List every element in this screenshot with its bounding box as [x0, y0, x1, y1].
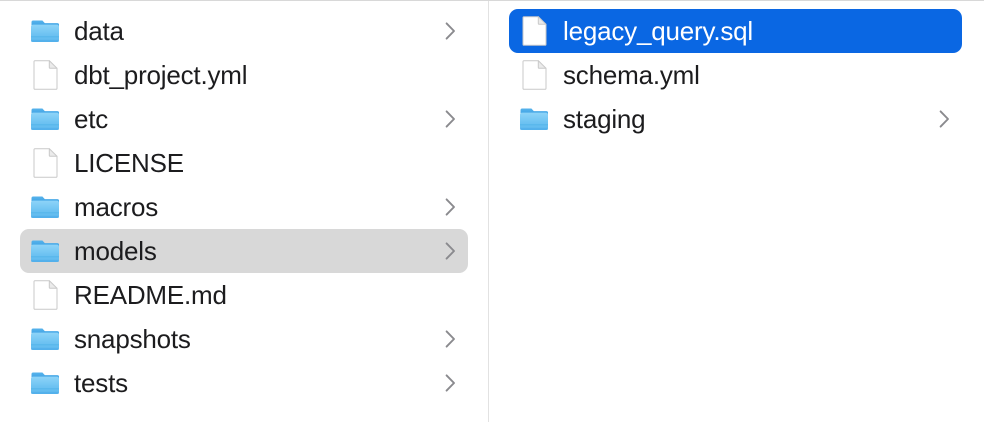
file-row-label: etc — [74, 104, 109, 134]
file-row[interactable]: legacy_query.sql — [509, 9, 962, 53]
file-row-label: macros — [74, 192, 159, 222]
file-row-label: schema.yml — [563, 60, 700, 90]
file-row-label: legacy_query.sql — [563, 16, 753, 46]
chevron-right-icon[interactable] — [442, 328, 458, 350]
file-row-label: staging — [563, 104, 646, 134]
chevron-right-icon[interactable] — [442, 196, 458, 218]
folder-icon-glyph — [31, 108, 59, 130]
chevron-right-icon[interactable] — [442, 372, 458, 394]
chevron-right-icon-glyph — [445, 110, 455, 128]
chevron-right-icon-glyph — [445, 242, 455, 260]
file-row[interactable]: staging — [509, 97, 962, 141]
document-icon-glyph — [522, 60, 546, 90]
column-models-folder[interactable]: legacy_query.sql schema.yml staging — [489, 1, 984, 422]
file-row[interactable]: macros — [20, 185, 468, 229]
document-icon-glyph — [33, 280, 57, 310]
folder-icon-glyph — [31, 196, 59, 218]
chevron-right-icon-glyph — [445, 198, 455, 216]
file-row-label: README.md — [74, 280, 227, 310]
file-row-label: models — [74, 236, 157, 266]
folder-icon — [30, 192, 60, 222]
chevron-right-icon-glyph — [445, 22, 455, 40]
document-icon — [519, 60, 549, 90]
chevron-right-icon[interactable] — [442, 108, 458, 130]
folder-icon — [30, 236, 60, 266]
folder-icon-glyph — [520, 108, 548, 130]
file-row[interactable]: data — [20, 9, 468, 53]
file-row-label: data — [74, 16, 124, 46]
folder-icon — [519, 104, 549, 134]
folder-icon — [30, 368, 60, 398]
file-row[interactable]: schema.yml — [509, 53, 962, 97]
file-row-label: dbt_project.yml — [74, 60, 248, 90]
folder-icon-glyph — [31, 240, 59, 262]
document-icon-glyph — [522, 16, 546, 46]
folder-icon — [30, 104, 60, 134]
file-row-label: snapshots — [74, 324, 191, 354]
folder-icon-glyph — [31, 328, 59, 350]
folder-icon-glyph — [31, 372, 59, 394]
document-icon — [519, 16, 549, 46]
chevron-right-icon-glyph — [445, 330, 455, 348]
file-row[interactable]: dbt_project.yml — [20, 53, 468, 97]
file-row[interactable]: snapshots — [20, 317, 468, 361]
document-icon-glyph — [33, 60, 57, 90]
folder-icon — [30, 324, 60, 354]
folder-icon-glyph — [31, 20, 59, 42]
document-icon-glyph — [33, 148, 57, 178]
chevron-right-icon[interactable] — [442, 240, 458, 262]
chevron-right-icon[interactable] — [442, 20, 458, 42]
chevron-right-icon-glyph — [939, 110, 949, 128]
chevron-right-icon-glyph — [445, 374, 455, 392]
document-icon — [30, 148, 60, 178]
folder-icon — [30, 16, 60, 46]
document-icon — [30, 60, 60, 90]
file-row[interactable]: tests — [20, 361, 468, 405]
file-row[interactable]: models — [20, 229, 468, 273]
file-row[interactable]: LICENSE — [20, 141, 468, 185]
document-icon — [30, 280, 60, 310]
file-row[interactable]: README.md — [20, 273, 468, 317]
file-row-label: LICENSE — [74, 148, 184, 178]
chevron-right-icon[interactable] — [936, 108, 952, 130]
file-row-label: tests — [74, 368, 128, 398]
file-row[interactable]: etc — [20, 97, 468, 141]
